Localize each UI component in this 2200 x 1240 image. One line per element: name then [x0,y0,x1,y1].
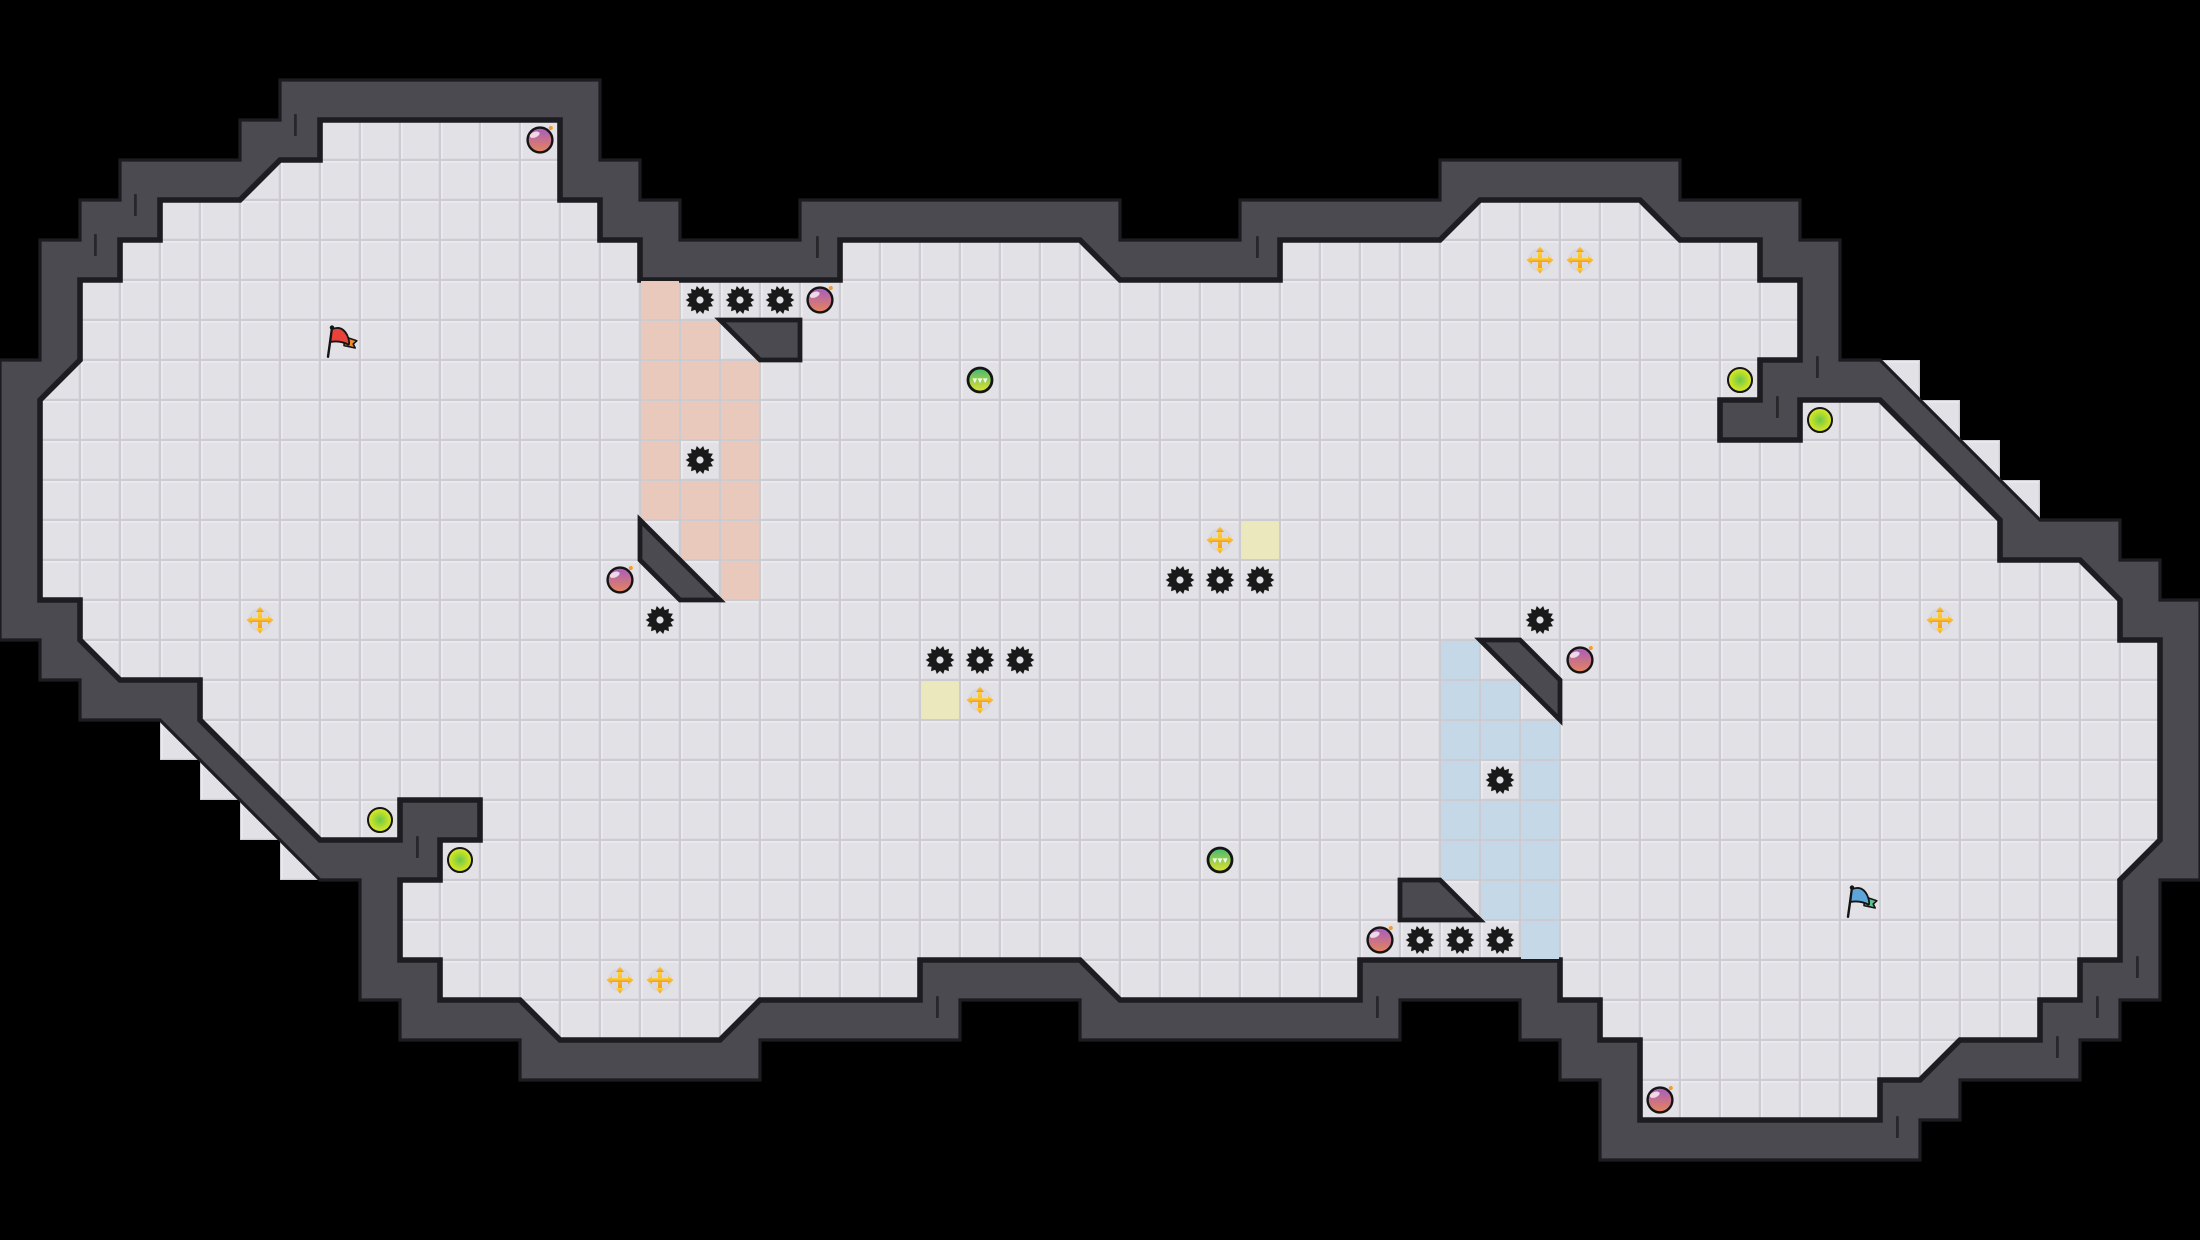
blue-flag-icon [1846,885,1878,918]
four-way-arrows-icon [1566,246,1594,274]
wall-tick-mark [1256,236,1259,258]
four-way-arrows-icon [1926,606,1954,634]
red-flag-icon [326,325,358,358]
four-way-arrows-icon [966,686,994,714]
blue-zone-tile [1521,881,1560,919]
blue-zone-tile [1441,721,1480,759]
yellow-orb-icon [446,846,474,874]
blue-zone-tile [1521,761,1560,799]
wall-markings [94,114,2139,1138]
red-zone-tile [681,361,719,399]
red-zone-tile [721,481,759,519]
arena-floor [37,117,2163,1123]
wall-tick-mark [936,996,939,1018]
four-way-arrows-icon [1526,246,1554,274]
blue-zone-tile [1521,721,1560,759]
wall-tick-mark [416,836,419,858]
four-way-arrows-icon [646,966,674,994]
interior-wall-block [1397,877,1486,923]
wall-tick-mark [134,194,137,216]
red-zone-tile [681,401,719,439]
bomb-icon [1366,926,1394,954]
sawtooth-orb-icon [1206,846,1234,874]
blue-zone-tile [1481,681,1520,719]
team-zones [641,281,1560,959]
bomb-icon [1566,646,1594,674]
blue-zone-tile [1521,921,1560,959]
four-way-arrows-icon [246,606,274,634]
red-zone-tile [681,521,719,559]
wall-tick-mark [2056,1036,2059,1058]
red-zone-tile [641,441,679,479]
sawtooth-orb-icon [966,366,994,394]
blue-zone-tile [1481,881,1520,919]
blue-zone-tile [1441,841,1480,879]
yellow-orb-icon [1726,366,1754,394]
spike-gear-icon [1405,925,1435,955]
blue-zone-tile [1441,681,1480,719]
bomb-icon [526,126,554,154]
wall-tick-mark [1376,996,1379,1018]
red-zone-tile [641,481,679,519]
wall-tick-mark [1816,356,1819,378]
spike-gear-icon [1525,605,1555,635]
bomb-icon [806,286,834,314]
spike-gear-icon [645,605,675,635]
wall-tick-mark [2136,956,2139,978]
interior-wall-diagonal [1474,637,1563,726]
yellow-orb-icon [1806,406,1834,434]
red-zone-tile [641,401,679,439]
four-way-arrows-icon [1206,526,1234,554]
red-zone-tile [641,361,679,399]
bomb-icon [1646,1086,1674,1114]
bomb-icon [606,566,634,594]
spike-gear-icon [1245,565,1275,595]
four-way-arrows-icon [606,966,634,994]
interior-walls [637,317,1563,923]
spike-gear-icon [725,285,755,315]
pressure-pad-icon [921,681,959,719]
red-zone-tile [721,561,759,599]
red-zone-tile [721,361,759,399]
wall-tick-mark [1776,396,1779,418]
wall-tick-mark [294,114,297,136]
interior-wall-diagonal [637,514,726,603]
blue-zone-tile [1521,801,1560,839]
red-zone-tile [721,521,759,559]
spike-gear-icon [1485,765,1515,795]
spike-gear-icon [1165,565,1195,595]
spike-gear-icon [1485,925,1515,955]
wall-tick-mark [816,236,819,258]
blue-zone-tile [1441,761,1480,799]
blue-zone-tile [1521,841,1560,879]
blue-zone-tile [1481,801,1520,839]
red-zone-tile [641,321,679,359]
spike-gear-icon [1445,925,1475,955]
red-zone-tile [681,321,719,359]
spike-gear-icon [1005,645,1035,675]
spike-gear-icon [925,645,955,675]
level-entities [246,126,1954,1114]
pressure-pad-icon [1241,521,1279,559]
red-zone-tile [681,481,719,519]
red-zone-tile [641,281,679,319]
blue-zone-tile [1481,721,1520,759]
red-zone-tile [721,401,759,439]
yellow-orb-icon [366,806,394,834]
blue-zone-tile [1481,841,1520,879]
red-zone-tile [721,441,759,479]
blue-zone-tile [1441,801,1480,839]
spike-gear-icon [1205,565,1235,595]
wall-tick-mark [2096,996,2099,1018]
wall-tick-mark [1896,1116,1899,1138]
spike-gear-icon [765,285,795,315]
interior-wall-block [714,317,803,363]
wall-tick-mark [94,234,97,256]
blue-zone-tile [1441,641,1480,679]
spike-gear-icon [685,445,715,475]
spike-gear-icon [685,285,715,315]
spike-gear-icon [965,645,995,675]
